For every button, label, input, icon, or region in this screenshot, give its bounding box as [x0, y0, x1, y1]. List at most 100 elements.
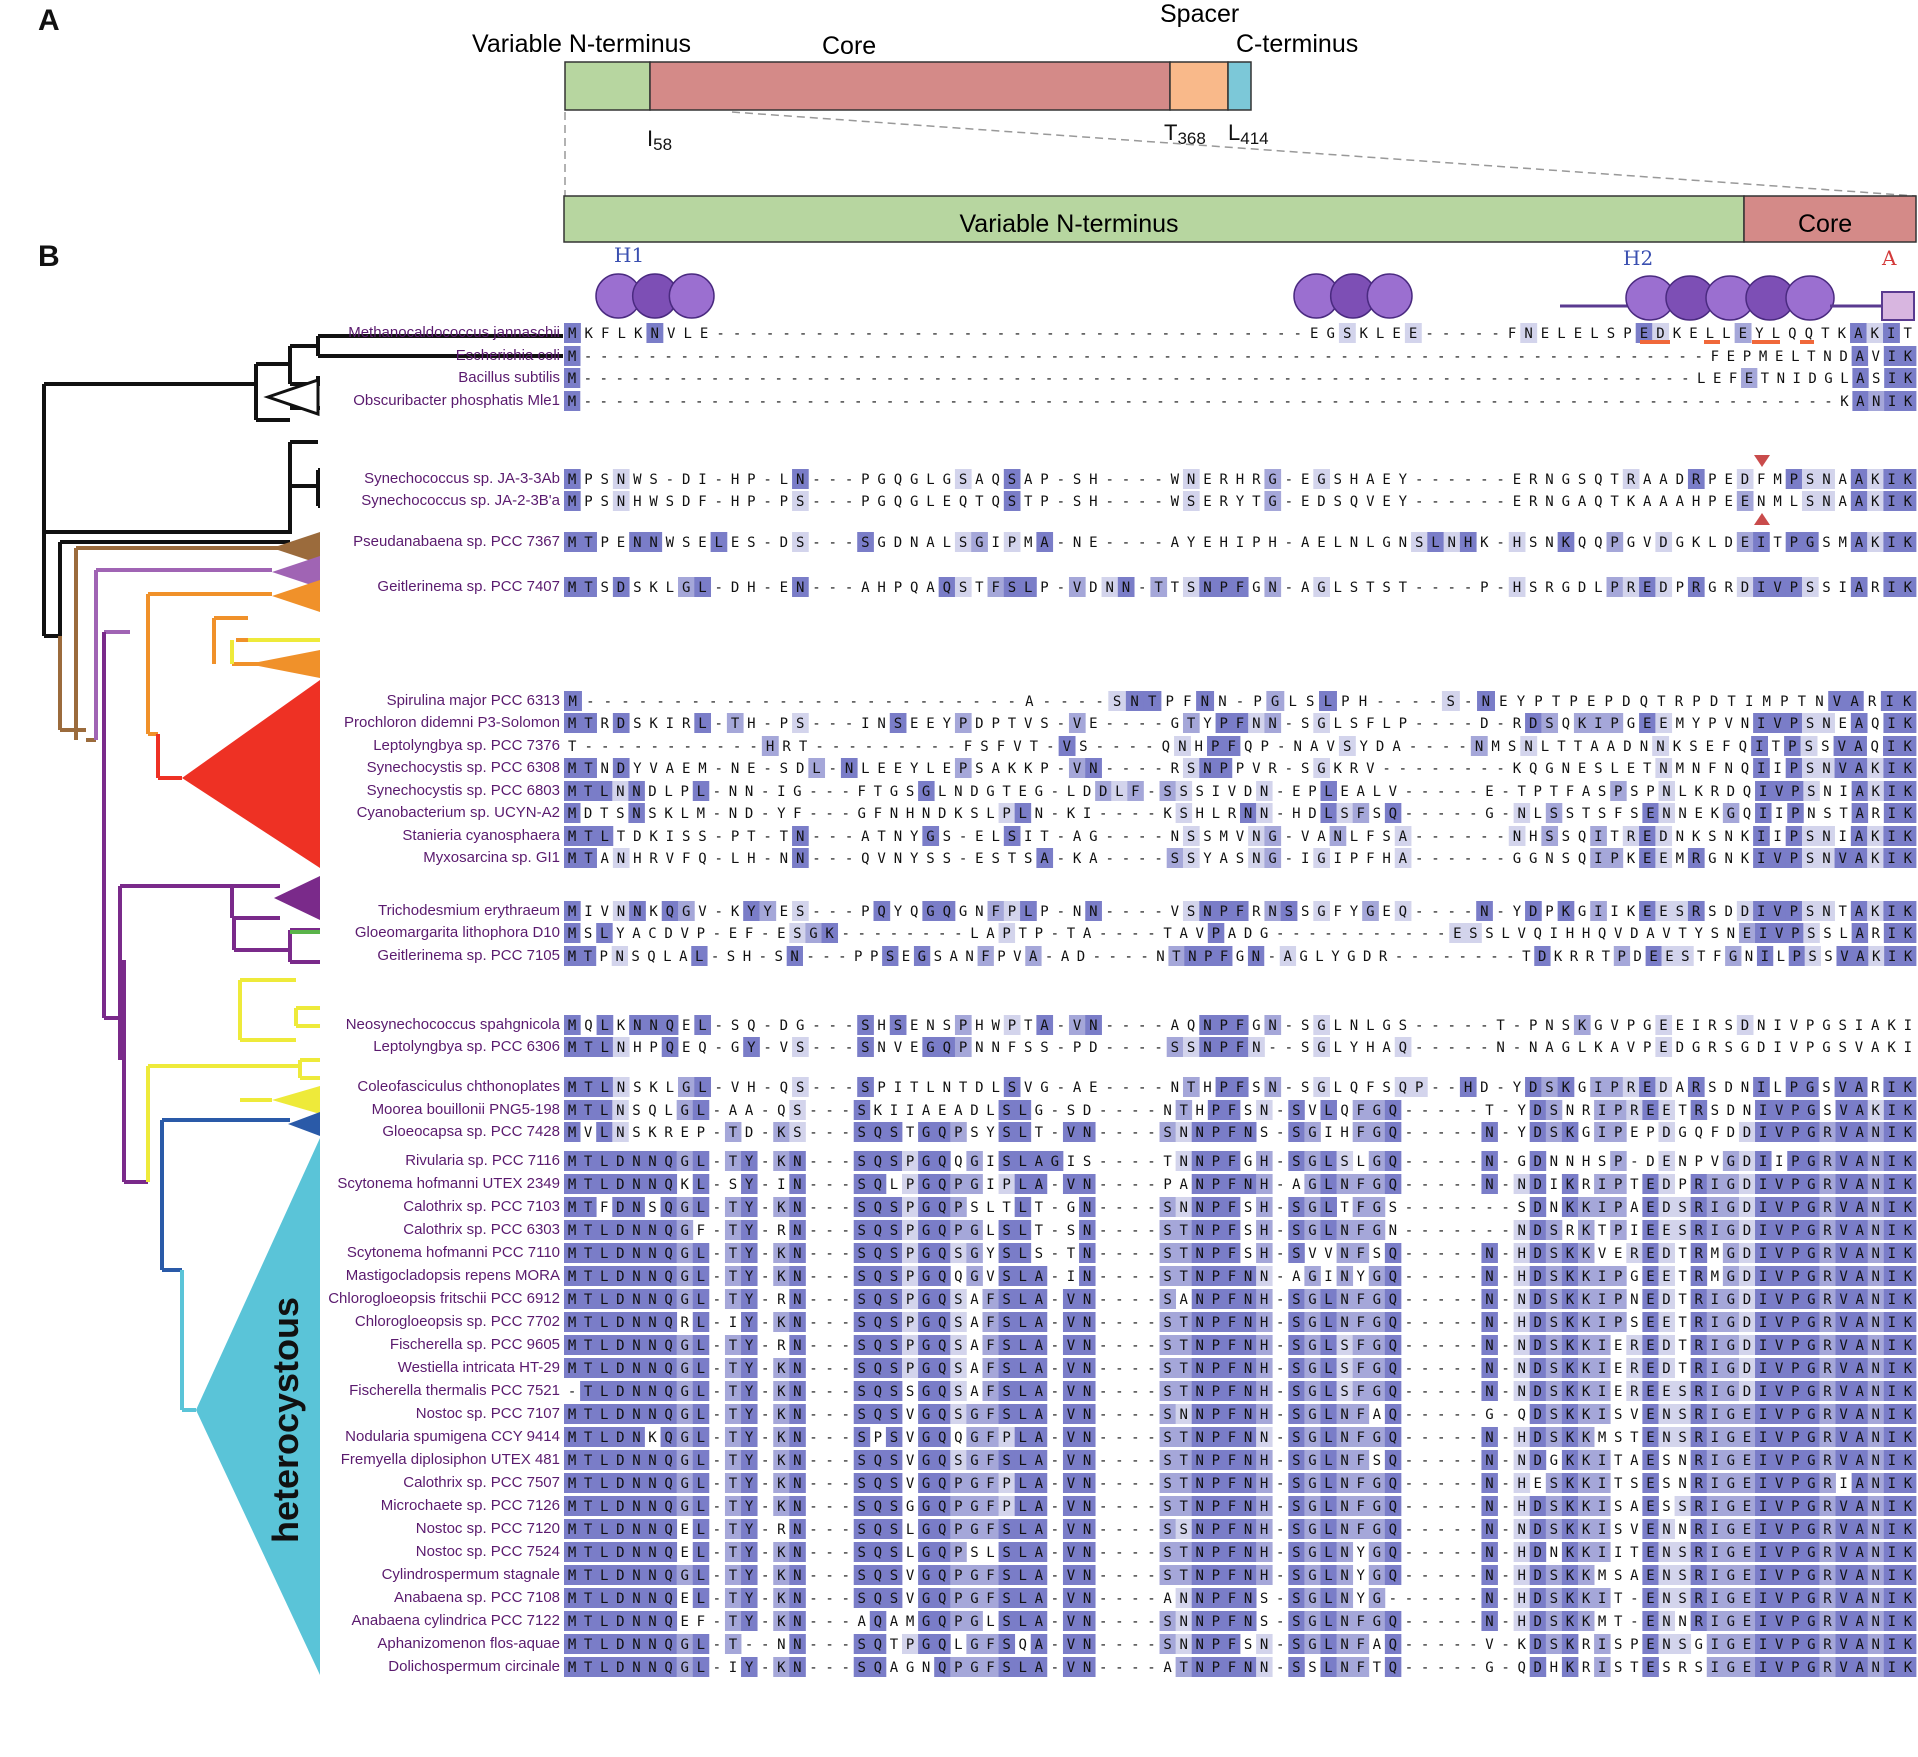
residue: G [910, 494, 918, 510]
residue: S [861, 1040, 869, 1056]
residue: S [1806, 851, 1814, 867]
residue: - [806, 371, 814, 387]
residue: S [890, 1338, 898, 1354]
residue: Q [874, 1361, 882, 1377]
residue: D [1741, 904, 1749, 920]
residue: S [1550, 1476, 1558, 1492]
residue: - [1212, 349, 1220, 365]
residue: L [1791, 349, 1799, 365]
residue: - [829, 1080, 837, 1096]
residue: I [1759, 1223, 1767, 1239]
residue: S [1824, 949, 1832, 965]
residue: G [1727, 1223, 1735, 1239]
residue: H [747, 1080, 755, 1096]
residue: - [981, 394, 989, 410]
residue: - [829, 716, 837, 732]
residue: P [1415, 1080, 1423, 1096]
residue: - [1285, 472, 1293, 488]
residue: - [1115, 1522, 1123, 1538]
residue: S [1083, 1154, 1091, 1170]
residue: Y [745, 1223, 754, 1239]
core-block [649, 61, 1171, 111]
residue: A [1871, 1040, 1880, 1056]
residue: L [666, 1080, 674, 1096]
residue: E [747, 761, 755, 777]
residue: Q [1350, 1080, 1358, 1096]
residue: K [1566, 1246, 1575, 1262]
residue: - [713, 784, 721, 800]
residue: - [1060, 694, 1068, 710]
residue: T [1761, 371, 1770, 387]
residue: G [910, 472, 918, 488]
residue: V [1067, 1177, 1076, 1193]
residue: - [825, 1154, 833, 1170]
residue: - [841, 1154, 849, 1170]
residue: P [1610, 716, 1618, 732]
residue: S [1067, 1223, 1075, 1239]
residue: - [809, 784, 817, 800]
residue-shading [1741, 368, 1758, 388]
residue: - [1154, 494, 1162, 510]
residue: - [604, 694, 612, 710]
residue-shading [1655, 713, 1673, 733]
residue: - [938, 926, 946, 942]
residue: - [1099, 1522, 1107, 1538]
residue: D [616, 1384, 624, 1400]
residue: Q [874, 1453, 882, 1469]
residue: L [1722, 326, 1730, 342]
residue: Q [1350, 494, 1358, 510]
residue: - [1115, 349, 1123, 365]
residue: - [761, 1177, 769, 1193]
residue: - [727, 371, 735, 387]
residue: D [1633, 949, 1641, 965]
residue: - [1427, 949, 1435, 965]
residue: M [1763, 694, 1771, 710]
residue: - [1554, 371, 1562, 387]
residue: - [841, 1384, 849, 1400]
residue-shading [792, 532, 809, 552]
residue: - [809, 806, 817, 822]
residue: V [1775, 1246, 1784, 1262]
residue: S [890, 1223, 898, 1239]
residue: S [1550, 1315, 1558, 1331]
residue: - [1283, 394, 1291, 410]
residue: I [1775, 1154, 1783, 1170]
residue: Y [747, 1040, 756, 1056]
residue: N [1485, 1269, 1493, 1285]
residue: T [584, 1453, 593, 1469]
residue: D [1244, 926, 1252, 942]
residue: G [1643, 1018, 1651, 1034]
residue: - [763, 716, 771, 732]
residue: I [1759, 1476, 1767, 1492]
residue: - [1501, 1338, 1509, 1354]
residue: - [1276, 1125, 1284, 1141]
residue: N [793, 1315, 801, 1331]
residue: N [975, 1040, 983, 1056]
species-name: Synechocystis sp. PCC 6803 [367, 782, 560, 799]
residue: S [1292, 1315, 1300, 1331]
residue: K [1582, 1384, 1591, 1400]
residue: E [1743, 926, 1751, 942]
residue: A [1061, 949, 1070, 965]
residue: T [729, 1246, 738, 1262]
residue: K [634, 326, 643, 342]
residue: T [584, 716, 593, 732]
residue: S [1343, 739, 1351, 755]
residue: S [1399, 1018, 1407, 1034]
residue-shading [1655, 532, 1673, 552]
residue: K [1904, 1476, 1913, 1492]
residue: K [1903, 694, 1912, 710]
residue: - [713, 1177, 721, 1193]
residue: G [1308, 1177, 1316, 1193]
residue: A [1855, 1499, 1864, 1515]
residue: T [1598, 1223, 1607, 1239]
residue: N [793, 1453, 801, 1469]
residue: - [1252, 394, 1260, 410]
residue: G [1485, 806, 1493, 822]
residue: - [1347, 371, 1355, 387]
residue: S [1187, 580, 1195, 596]
residue: G [1807, 1177, 1815, 1193]
residue: T [729, 1200, 738, 1216]
residue: S [1550, 1430, 1558, 1446]
residue: R [1586, 949, 1595, 965]
